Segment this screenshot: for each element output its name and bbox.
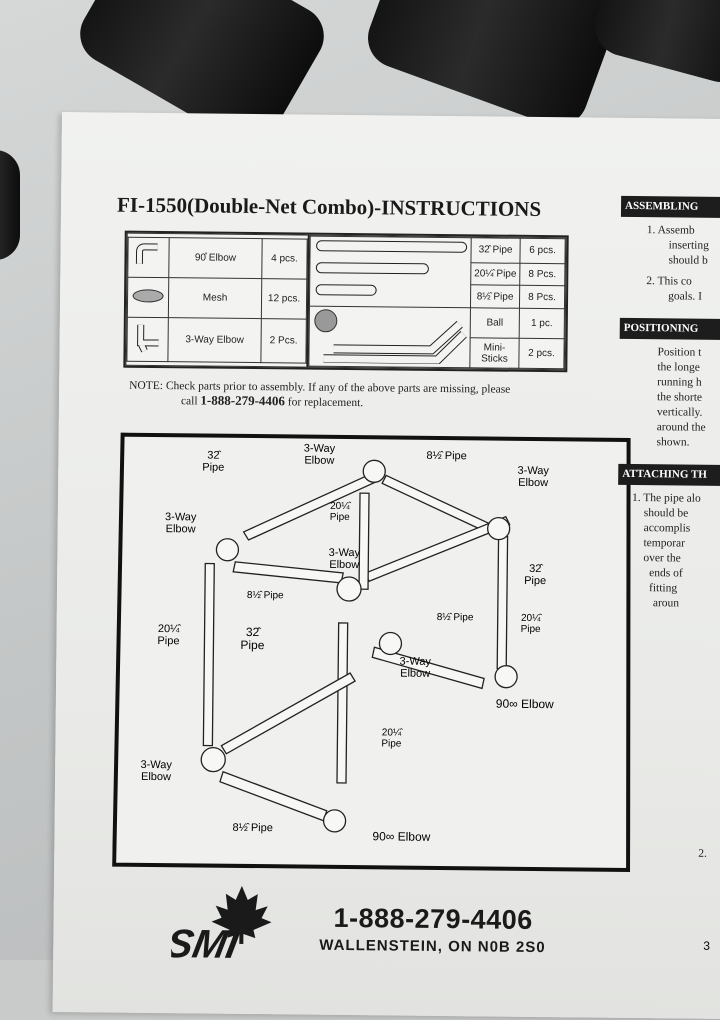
- label-threeway-bottom: 3-Way Elbow: [140, 758, 172, 784]
- pipe-right-lower: [371, 646, 485, 690]
- parts-list: 90̊ Elbow 4 pcs. Mesh 12 pcs.: [123, 230, 569, 373]
- label-pipe8-mid: 8½̂ Pipe: [246, 589, 284, 602]
- label-pipe20-left: 20¼̂ Pipe: [157, 623, 180, 648]
- label-pipe32-right: 32̂ Pipe: [524, 562, 547, 588]
- text-line: goals. I: [668, 290, 703, 303]
- elbow-right-bottom: [494, 665, 518, 689]
- text-line: shown.: [656, 436, 690, 449]
- footer-phone: 1-888-279-4406: [333, 902, 533, 935]
- label-threeway-lower: 3-Way Elbow: [399, 655, 432, 680]
- elbow-left-bottom: [200, 746, 226, 773]
- mesh-icon: [127, 277, 169, 318]
- label-threeway-top: 3-Way Elbow: [303, 442, 336, 467]
- elbow-lower-center: [378, 631, 403, 656]
- maple-leaf-icon: SMI: [162, 885, 272, 967]
- label-elbow90-bottom: 90∞ Elbow: [372, 829, 431, 844]
- part-name: 8½̂ Pipe: [470, 285, 520, 309]
- part-name: 3-Way Elbow: [167, 317, 262, 363]
- footer-address: WALLENSTEIN, ON N0B 2S0: [319, 936, 546, 957]
- label-pipe20-mid: 20¼̂ Pipe: [329, 500, 350, 524]
- part-qty: 6 pcs.: [519, 238, 566, 264]
- label-pipe8-bottom: 8½̂ Pipe: [232, 821, 273, 835]
- pipes-icon: [309, 236, 472, 308]
- text-line: should b: [668, 254, 708, 267]
- part-qty: 12 pcs.: [261, 278, 307, 320]
- label-pipe20-right: 20¼̂ Pipe: [520, 612, 541, 636]
- pipe-lower-center: [336, 622, 349, 784]
- three-way-elbow-icon: [126, 317, 169, 362]
- label-threeway-left: 3-Way Elbow: [165, 511, 197, 536]
- pipe-front-diagonal: [220, 672, 356, 755]
- black-tube-4: [0, 150, 20, 260]
- label-elbow90-right: 90∞ Elbow: [495, 696, 554, 712]
- elbow-center: [336, 576, 362, 602]
- section-heading-positioning: POSITIONING: [619, 317, 720, 341]
- assembling-text: 1. Assemb inserting should b 2. This co …: [620, 223, 720, 306]
- label-threeway-right: 3-Way Elbow: [517, 464, 550, 490]
- part-name: Mini-Sticks: [469, 337, 520, 369]
- label-pipe8-top: 8½̂ Pipe: [426, 449, 467, 463]
- pipe-center-upper: [358, 492, 370, 590]
- text-line: aroun: [652, 597, 680, 610]
- page-number: 3: [703, 938, 711, 953]
- note-call: call: [180, 395, 198, 408]
- part-qty: 2 Pcs.: [260, 318, 307, 364]
- positioning-text: Position t the longe running h the short…: [618, 345, 720, 452]
- section-heading-assembling: ASSEMBLING: [620, 195, 720, 219]
- label-pipe20-lower: 20¼̂ Pipe: [381, 727, 402, 750]
- parts-right-column: 32̂ Pipe 6 pcs. 20¼̂ Pipe 8 Pcs. 8½̂ Pip…: [307, 235, 567, 370]
- part-qty: 1 pc.: [519, 308, 565, 339]
- elbow-right-top: [487, 516, 511, 541]
- label-pipe32-top: 32̂ Pipe: [202, 449, 225, 474]
- page-title: FI-1550(Double-Net Combo)-INSTRUCTIONS: [116, 192, 542, 222]
- label-pipe32-front: 32̂ Pipe: [240, 624, 265, 653]
- text-line: over the: [643, 552, 681, 565]
- smi-logo: SMI: [162, 883, 312, 969]
- elbow-left-top: [215, 538, 240, 562]
- parts-left-column: 90̊ Elbow 4 pcs. Mesh 12 pcs.: [125, 233, 309, 368]
- elbow-90-icon: [127, 237, 170, 278]
- part-name: 90̊ Elbow: [168, 237, 263, 279]
- text-line: 2. This co: [646, 275, 692, 288]
- label-pipe8-right: 8½̂ Pipe: [436, 611, 474, 624]
- part-name: Ball: [470, 307, 520, 339]
- part-name: 20¼̂ Pipe: [470, 262, 520, 286]
- attaching-text: 1. The pipe alo should be accomplis temp…: [617, 491, 720, 613]
- pipe-left-vertical: [202, 562, 215, 747]
- part-qty: 8 Pcs.: [519, 263, 565, 287]
- assembly-diagram: [112, 432, 631, 872]
- bottom-marker: 2.: [698, 847, 707, 860]
- section-heading-attaching: ATTACHING TH: [618, 463, 720, 487]
- frame-pipes: [202, 472, 511, 822]
- elbow-bottom: [322, 809, 347, 833]
- text-line: 1. Assemb: [646, 224, 695, 237]
- note-text: NOTE: Check parts prior to assembly. If …: [129, 379, 569, 413]
- note-phone: 1-888-279-4406: [200, 392, 286, 409]
- part-qty: 4 pcs.: [261, 238, 308, 280]
- pipe-right-vertical: [496, 535, 509, 670]
- part-qty: 2 pcs.: [518, 338, 565, 369]
- label-threeway-center: 3-Way Elbow: [328, 546, 361, 572]
- logo-text: SMI: [171, 921, 243, 964]
- part-qty: 8 Pcs.: [519, 285, 565, 309]
- right-column: ASSEMBLING 1. Assemb inserting should b …: [617, 195, 720, 860]
- instruction-sheet: FI-1550(Double-Net Combo)-INSTRUCTIONS 9…: [52, 112, 720, 1020]
- part-name: Mesh: [168, 277, 262, 319]
- elbows: [200, 459, 518, 833]
- ball-and-sticks-icon: [308, 306, 471, 368]
- elbow-top: [362, 459, 386, 483]
- note-end: for replacement.: [287, 396, 364, 410]
- part-name: 32̂ Pipe: [470, 237, 521, 264]
